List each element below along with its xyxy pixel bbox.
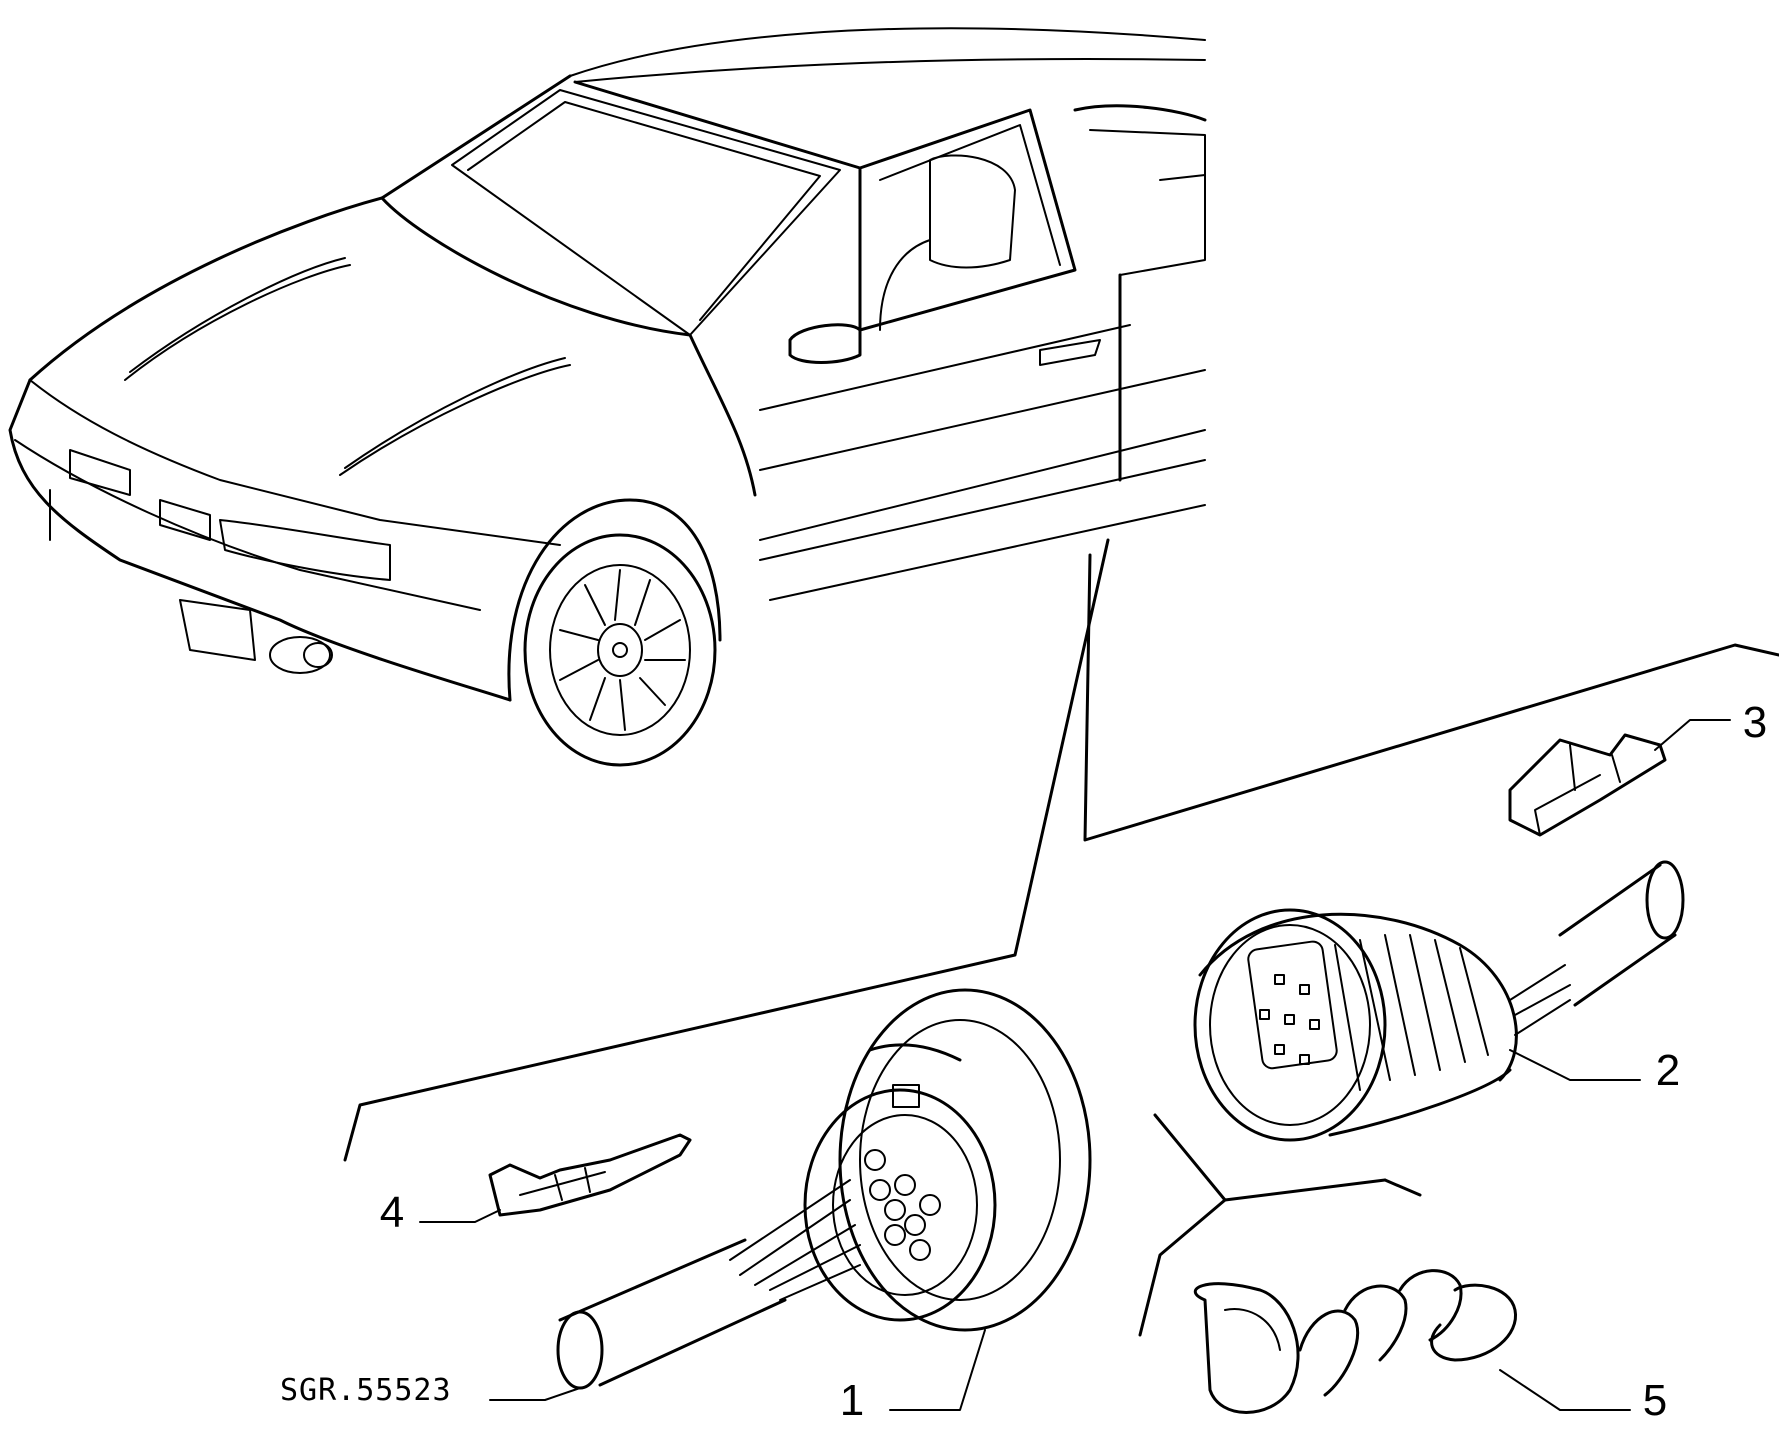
callout-4: 4 [380, 1188, 404, 1237]
callout-1: 1 [840, 1376, 864, 1425]
callout-2: 2 [1656, 1046, 1680, 1095]
callout-leaders [419, 719, 1731, 1411]
callout-5: 5 [1643, 1376, 1667, 1425]
part-3-terminal [1508, 733, 1667, 837]
callout-bracket [343, 538, 1779, 1337]
drawing-code: SGR.55523 [280, 1373, 452, 1408]
part-1-connector [556, 988, 1092, 1390]
part-4-terminal [488, 1133, 692, 1217]
car-illustration [8, 27, 1207, 767]
callout-3: 3 [1743, 698, 1767, 747]
part-5-harness [1193, 1269, 1517, 1414]
part-2-round-connector [1193, 860, 1685, 1142]
